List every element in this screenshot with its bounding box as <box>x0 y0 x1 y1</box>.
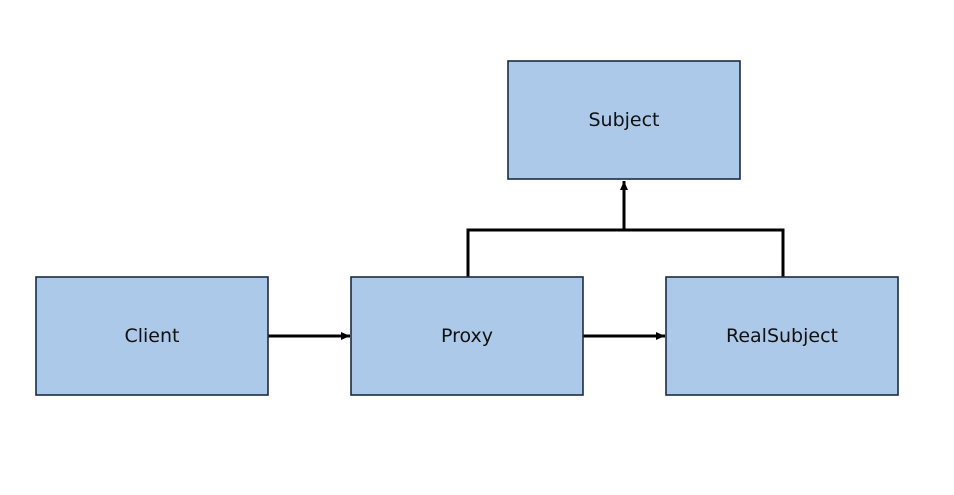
node-proxy: Proxy <box>350 276 584 396</box>
proxy-label: Proxy <box>441 325 493 347</box>
node-subject: Subject <box>507 60 741 180</box>
client-label: Client <box>124 325 179 347</box>
edge-implements-bracket <box>466 228 785 277</box>
subject-label: Subject <box>588 109 659 131</box>
client-box <box>35 276 269 396</box>
node-real-subject: RealSubject <box>665 276 899 396</box>
proxy-box <box>350 276 584 396</box>
real-subject-label: RealSubject <box>726 325 838 347</box>
node-client: Client <box>35 276 269 396</box>
real-subject-box <box>665 276 899 396</box>
connectors <box>268 181 785 340</box>
subject-box <box>507 60 741 180</box>
